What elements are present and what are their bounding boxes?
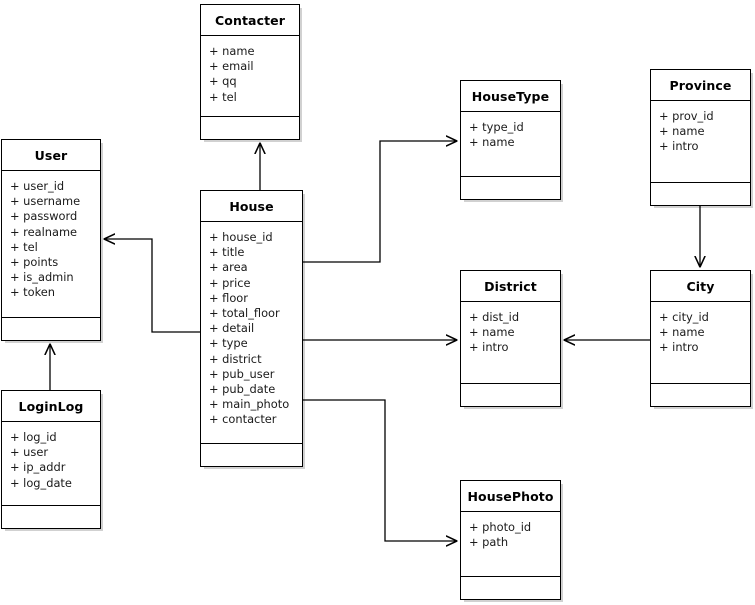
class-title: Contacter <box>201 5 299 36</box>
class-attribute: + is_admin <box>10 270 74 285</box>
class-box-district[interactable]: District + dist_id+ name+ intro <box>460 270 561 407</box>
class-box-housetype[interactable]: HouseType + type_id+ name <box>460 80 561 200</box>
class-attribute: + name <box>469 135 515 150</box>
class-box-user[interactable]: User + user_id+ username+ password+ real… <box>1 139 101 341</box>
class-title: HousePhoto <box>461 481 560 512</box>
class-attribute: + password <box>10 209 78 224</box>
class-attributes: + user_id+ username+ password+ realname+… <box>2 171 100 318</box>
class-attribute: + area <box>209 260 248 275</box>
class-attribute: + name <box>659 124 705 139</box>
class-attributes: + log_id+ user+ ip_addr+ log_date <box>2 422 100 506</box>
class-attribute: + pub_user <box>209 366 275 381</box>
class-attributes: + house_id+ title+ area+ price+ floor+ t… <box>201 222 302 444</box>
relationship-house-to-housephoto <box>303 399 457 541</box>
class-attribute: + total_floor <box>209 306 280 321</box>
class-attribute: + type_id <box>469 120 524 134</box>
class-title: HouseType <box>461 81 560 112</box>
class-attribute: + contacter <box>209 412 277 427</box>
class-attribute: + points <box>10 255 59 270</box>
class-title: User <box>2 140 100 171</box>
class-title: City <box>651 271 750 302</box>
class-attribute: + dist_id <box>469 310 520 324</box>
class-attribute: + floor <box>209 290 248 305</box>
class-attributes: + type_id+ name <box>461 112 560 177</box>
class-title: Province <box>651 70 750 101</box>
class-attribute: + name <box>469 325 515 340</box>
class-attributes: + photo_id+ path <box>461 512 560 577</box>
class-box-city[interactable]: City + city_id+ name+ intro <box>650 270 751 407</box>
class-box-housephoto[interactable]: HousePhoto + photo_id+ path <box>460 480 561 600</box>
class-attribute: + email <box>209 59 254 74</box>
class-attribute: + token <box>10 285 56 300</box>
relationship-house-to-housetype <box>303 141 457 263</box>
class-attribute: + name <box>209 44 255 58</box>
class-attribute: + user <box>10 445 49 460</box>
class-attribute: + log_date <box>10 475 72 490</box>
class-attribute: + path <box>469 535 509 550</box>
class-attribute: + intro <box>659 139 699 154</box>
class-attribute: + realname <box>10 224 78 239</box>
relationship-house-to-user <box>104 239 200 333</box>
class-attribute: + qq <box>209 74 237 89</box>
class-operations <box>201 444 302 466</box>
class-attribute: + intro <box>659 340 699 355</box>
class-operations <box>651 183 750 205</box>
class-operations <box>2 506 100 528</box>
class-attributes: + city_id+ name+ intro <box>651 302 750 384</box>
class-attribute: + price <box>209 275 251 290</box>
class-attribute: + house_id <box>209 230 273 244</box>
class-attribute: + main_photo <box>209 397 290 412</box>
class-operations <box>461 577 560 599</box>
class-attribute: + tel <box>209 89 237 104</box>
class-attribute: + photo_id <box>469 520 532 534</box>
class-attribute: + detail <box>209 321 255 336</box>
class-box-contacter[interactable]: Contacter + name+ email+ qq+ tel <box>200 4 300 140</box>
class-operations <box>201 117 299 139</box>
class-attribute: + district <box>209 351 262 366</box>
class-attribute: + name <box>659 325 705 340</box>
class-operations <box>651 384 750 406</box>
class-attribute: + log_id <box>10 430 57 444</box>
class-attribute: + user_id <box>10 179 65 193</box>
class-title: District <box>461 271 560 302</box>
class-attribute: + prov_id <box>659 109 714 123</box>
class-attribute: + title <box>209 245 245 260</box>
class-attribute: + type <box>209 336 248 351</box>
class-attributes: + dist_id+ name+ intro <box>461 302 560 384</box>
class-operations <box>461 384 560 406</box>
class-attribute: + city_id <box>659 310 709 324</box>
class-box-house[interactable]: House + house_id+ title+ area+ price+ fl… <box>200 190 303 467</box>
class-attribute: + intro <box>469 340 509 355</box>
class-operations <box>461 177 560 199</box>
class-title: LoginLog <box>2 391 100 422</box>
class-title: House <box>201 191 302 222</box>
class-attribute: + username <box>10 194 81 209</box>
class-attribute: + ip_addr <box>10 460 66 475</box>
class-operations <box>2 318 100 340</box>
class-box-province[interactable]: Province + prov_id+ name+ intro <box>650 69 751 206</box>
class-attributes: + name+ email+ qq+ tel <box>201 36 299 117</box>
class-attribute: + pub_date <box>209 382 276 397</box>
class-attributes: + prov_id+ name+ intro <box>651 101 750 183</box>
class-attribute: + tel <box>10 239 38 254</box>
class-box-loginlog[interactable]: LoginLog + log_id+ user+ ip_addr+ log_da… <box>1 390 101 529</box>
